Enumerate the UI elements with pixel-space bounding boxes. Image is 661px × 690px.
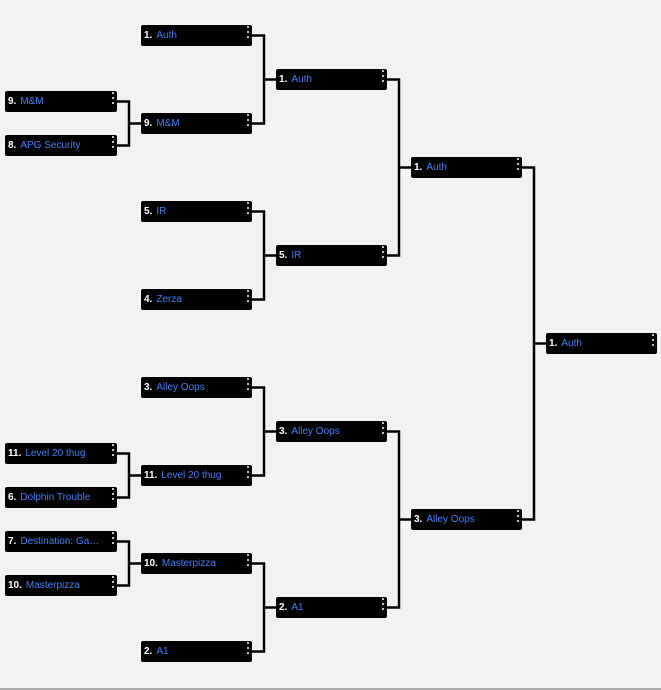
match-slot[interactable]: 5.IR: [276, 245, 387, 266]
more-options-icon[interactable]: [513, 510, 522, 522]
seed-number: 11.: [8, 448, 22, 459]
more-options-icon[interactable]: [378, 598, 387, 610]
team-link[interactable]: M&M: [20, 96, 44, 107]
match-slot[interactable]: 9.M&M: [141, 113, 252, 134]
match-slot[interactable]: 8.APG Security: [5, 135, 117, 156]
more-options-icon[interactable]: [378, 70, 387, 82]
more-options-icon[interactable]: [108, 532, 117, 544]
team-link[interactable]: Level 20 thug: [161, 470, 222, 481]
match-slot[interactable]: 6.Dolphin Trouble: [5, 487, 117, 508]
match-slot[interactable]: 3.Alley Oops: [276, 421, 387, 442]
match-slot[interactable]: 11.Level 20 thug: [141, 465, 252, 486]
seed-number: 9.: [8, 96, 17, 107]
match-slot[interactable]: 10.Masterpizza: [141, 553, 252, 574]
team-link[interactable]: Masterpizza: [161, 558, 216, 569]
team-link[interactable]: Zerza: [156, 294, 182, 305]
seed-number: 4.: [144, 294, 153, 305]
seed-number: 1.: [279, 74, 288, 85]
seed-number: 2.: [279, 602, 288, 613]
more-options-icon[interactable]: [648, 334, 657, 346]
more-options-icon[interactable]: [378, 422, 387, 434]
match-slot[interactable]: 10.Masterpizza: [5, 575, 117, 596]
team-link[interactable]: Masterpizza: [25, 580, 80, 591]
seed-number: 6.: [8, 492, 17, 503]
match-slot[interactable]: 3.Alley Oops: [141, 377, 252, 398]
more-options-icon[interactable]: [243, 378, 252, 390]
more-options-icon[interactable]: [108, 444, 117, 456]
more-options-icon[interactable]: [243, 290, 252, 302]
team-link[interactable]: Dolphin Trouble: [20, 492, 91, 503]
match-slot[interactable]: 3.Alley Oops: [411, 509, 522, 530]
bracket-connector: [252, 34, 276, 125]
team-link[interactable]: M&M: [156, 118, 180, 129]
more-options-icon[interactable]: [108, 92, 117, 104]
team-link[interactable]: Alley Oops: [426, 514, 475, 525]
seed-number: 3.: [279, 426, 288, 437]
team-link[interactable]: Alley Oops: [291, 426, 340, 437]
seed-number: 2.: [144, 646, 153, 657]
seed-number: 3.: [144, 382, 153, 393]
team-link[interactable]: A1: [291, 602, 304, 613]
bottom-border: [0, 688, 661, 690]
team-link[interactable]: APG Security: [20, 140, 81, 151]
seed-number: 5.: [144, 206, 153, 217]
bracket-connector: [522, 166, 546, 521]
match-slot[interactable]: 9.M&M: [5, 91, 117, 112]
seed-number: 5.: [279, 250, 288, 261]
seed-number: 10.: [144, 558, 158, 569]
seed-number: 9.: [144, 118, 153, 129]
more-options-icon[interactable]: [108, 136, 117, 148]
more-options-icon[interactable]: [243, 642, 252, 654]
bracket-connector: [117, 100, 141, 147]
seed-number: 11.: [144, 470, 158, 481]
seed-number: 1.: [549, 338, 558, 349]
seed-number: 8.: [8, 140, 17, 151]
match-slot[interactable]: 7.Destination: Ga…: [5, 531, 117, 552]
team-link[interactable]: Auth: [156, 30, 177, 41]
match-slot[interactable]: 11.Level 20 thug: [5, 443, 117, 464]
bracket-connector: [252, 386, 276, 477]
match-slot[interactable]: 1.Auth: [141, 25, 252, 46]
team-link[interactable]: Alley Oops: [156, 382, 205, 393]
match-slot[interactable]: 4.Zerza: [141, 289, 252, 310]
team-link[interactable]: IR: [156, 206, 167, 217]
match-slot[interactable]: 1.Auth: [411, 157, 522, 178]
team-link[interactable]: Auth: [561, 338, 582, 349]
seed-number: 1.: [144, 30, 153, 41]
more-options-icon[interactable]: [378, 246, 387, 258]
more-options-icon[interactable]: [243, 202, 252, 214]
team-link[interactable]: IR: [291, 250, 302, 261]
more-options-icon[interactable]: [108, 576, 117, 588]
bracket-connector: [387, 78, 411, 257]
team-link[interactable]: Level 20 thug: [25, 448, 86, 459]
bracket-connector: [117, 452, 141, 499]
bracket-connector: [252, 210, 276, 301]
match-slot[interactable]: 2.A1: [276, 597, 387, 618]
seed-number: 1.: [414, 162, 423, 173]
match-slot[interactable]: 1.Auth: [546, 333, 657, 354]
team-link[interactable]: A1: [156, 646, 169, 657]
seed-number: 7.: [8, 536, 17, 547]
match-slot[interactable]: 5.IR: [141, 201, 252, 222]
team-link[interactable]: Auth: [426, 162, 447, 173]
more-options-icon[interactable]: [108, 488, 117, 500]
more-options-icon[interactable]: [243, 466, 252, 478]
more-options-icon[interactable]: [243, 26, 252, 38]
seed-number: 10.: [8, 580, 22, 591]
match-slot[interactable]: 1.Auth: [276, 69, 387, 90]
more-options-icon[interactable]: [243, 114, 252, 126]
more-options-icon[interactable]: [243, 554, 252, 566]
bracket-connector: [252, 562, 276, 653]
team-link[interactable]: Auth: [291, 74, 312, 85]
bracket-connector: [387, 430, 411, 609]
bracket-connector: [117, 540, 141, 587]
team-link[interactable]: Destination: Ga…: [20, 536, 100, 547]
seed-number: 3.: [414, 514, 423, 525]
match-slot[interactable]: 2.A1: [141, 641, 252, 662]
more-options-icon[interactable]: [513, 158, 522, 170]
